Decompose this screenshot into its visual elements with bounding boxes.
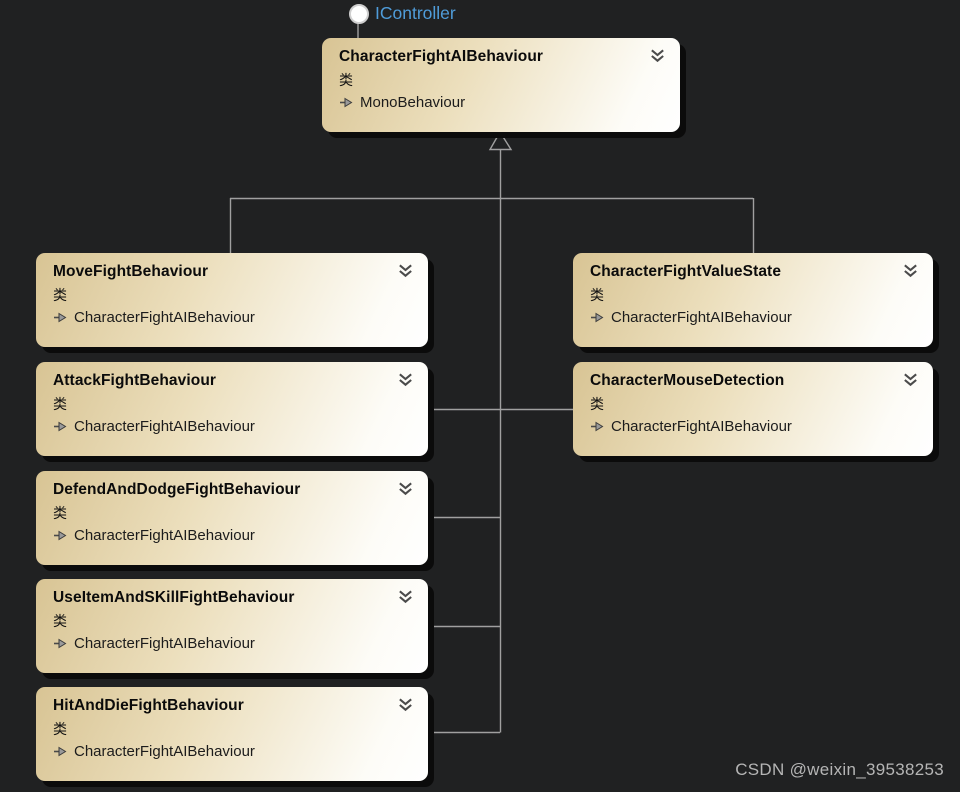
class-stereotype: 类 — [53, 396, 67, 412]
collapse-chevron-icon[interactable] — [397, 372, 414, 388]
class-title: MoveFightBehaviour — [53, 263, 209, 280]
class-title: AttackFightBehaviour — [53, 372, 217, 389]
class-title: DefendAndDodgeFightBehaviour — [53, 481, 301, 498]
parent-class-name: CharacterFightAIBehaviour — [611, 418, 792, 435]
class-box-defendanddodgefightbehaviour[interactable]: DefendAndDodgeFightBehaviour 类 Character… — [36, 471, 428, 565]
class-box-characterfightvaluestate[interactable]: CharacterFightValueState 类 CharacterFigh… — [573, 253, 933, 347]
parent-class-name: CharacterFightAIBehaviour — [74, 527, 255, 544]
class-stereotype: 类 — [53, 721, 67, 737]
class-stereotype: 类 — [53, 613, 67, 629]
class-stereotype: 类 — [53, 505, 67, 521]
inherits-arrow-icon — [54, 638, 67, 649]
parent-class-name: MonoBehaviour — [360, 94, 466, 111]
class-box-characterfightaibehaviour[interactable]: CharacterFightAIBehaviour 类 MonoBehaviou… — [322, 38, 680, 132]
class-stereotype: 类 — [53, 287, 67, 303]
interface-label[interactable]: IController — [375, 3, 456, 23]
class-stereotype: 类 — [590, 396, 604, 412]
class-box-useitemandskillfightbehaviour[interactable]: UseItemAndSKillFightBehaviour 类 Characte… — [36, 579, 428, 673]
inherits-arrow-icon — [54, 421, 67, 432]
parent-class-name: CharacterFightAIBehaviour — [74, 635, 255, 652]
collapse-chevron-icon[interactable] — [397, 263, 414, 279]
inherits-arrow-icon — [54, 530, 67, 541]
class-box-charactermousedetection[interactable]: CharacterMouseDetection 类 CharacterFight… — [573, 362, 933, 456]
class-title: CharacterFightAIBehaviour — [339, 48, 544, 65]
collapse-chevron-icon[interactable] — [397, 589, 414, 605]
inherits-arrow-icon — [591, 421, 604, 432]
class-title: HitAndDieFightBehaviour — [53, 697, 244, 714]
class-title: UseItemAndSKillFightBehaviour — [53, 589, 295, 606]
parent-class-name: CharacterFightAIBehaviour — [611, 309, 792, 326]
class-stereotype: 类 — [339, 72, 353, 88]
collapse-chevron-icon[interactable] — [902, 263, 919, 279]
collapse-chevron-icon[interactable] — [649, 48, 666, 64]
parent-class-name: CharacterFightAIBehaviour — [74, 309, 255, 326]
class-title: CharacterFightValueState — [590, 263, 782, 280]
interface-lollipop-icon[interactable] — [349, 4, 369, 24]
inherits-arrow-icon — [54, 746, 67, 757]
parent-class-name: CharacterFightAIBehaviour — [74, 418, 255, 435]
inherits-arrow-icon — [54, 312, 67, 323]
inherits-arrow-icon — [340, 97, 353, 108]
class-stereotype: 类 — [590, 287, 604, 303]
class-title: CharacterMouseDetection — [590, 372, 785, 389]
class-box-movefightbehaviour[interactable]: MoveFightBehaviour 类 CharacterFightAIBeh… — [36, 253, 428, 347]
collapse-chevron-icon[interactable] — [397, 697, 414, 713]
csdn-watermark: CSDN @weixin_39538253 — [735, 760, 944, 779]
class-box-attackfightbehaviour[interactable]: AttackFightBehaviour 类 CharacterFightAIB… — [36, 362, 428, 456]
inheritance-triangle-icon — [488, 130, 513, 151]
parent-class-name: CharacterFightAIBehaviour — [74, 743, 255, 760]
collapse-chevron-icon[interactable] — [397, 481, 414, 497]
collapse-chevron-icon[interactable] — [902, 372, 919, 388]
inherits-arrow-icon — [591, 312, 604, 323]
class-box-hitanddiefightbehaviour[interactable]: HitAndDieFightBehaviour 类 CharacterFight… — [36, 687, 428, 781]
